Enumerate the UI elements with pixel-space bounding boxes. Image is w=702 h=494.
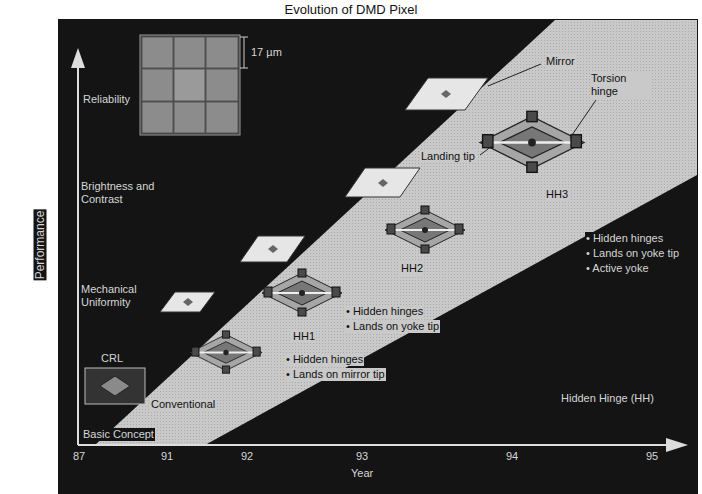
- part-label: Mirror: [545, 55, 576, 68]
- tick-label: 92: [240, 450, 254, 463]
- part-label: Torsion hinge: [590, 72, 652, 98]
- diagram-title: Evolution of DMD Pixel: [0, 2, 702, 17]
- dimension-label: 17 µm: [250, 46, 283, 59]
- evolution-band: [95, 20, 697, 445]
- axis-title: Performance: [34, 210, 47, 281]
- crl-concept: [85, 368, 145, 404]
- feature-note: • Lands on yoke tip: [345, 320, 440, 333]
- y-axis: [77, 66, 79, 445]
- mirror-plates: [160, 78, 488, 312]
- generation-label: HH1: [292, 330, 316, 343]
- tick-label: 93: [355, 450, 369, 463]
- hh3-pixel: [480, 111, 584, 172]
- y-axis-arrow: [71, 48, 85, 68]
- feature-note: • Lands on yoke tip: [585, 247, 680, 260]
- region-label: Hidden Hinge (HH): [560, 392, 655, 405]
- axis-label: Reliability: [82, 93, 131, 106]
- part-label: Landing tip: [420, 150, 476, 163]
- leader-lines: [480, 64, 596, 155]
- feature-note: • Active yoke: [585, 262, 650, 275]
- feature-note: • Hidden hinges: [585, 232, 664, 245]
- mirror-array: [140, 35, 240, 135]
- mirror-vias: [183, 90, 451, 306]
- dimension-bracket: [240, 37, 248, 68]
- generation-label: HH3: [545, 188, 569, 201]
- part-label: CRL: [100, 352, 124, 365]
- part-label: Conventional: [150, 398, 216, 411]
- tick-label: 87: [72, 450, 86, 463]
- feature-note: • Hidden hinges: [285, 353, 364, 366]
- x-axis-arrow: [666, 438, 688, 452]
- tick-label: 91: [160, 450, 174, 463]
- hh1-pixel: [262, 269, 342, 316]
- feature-note: • Hidden hinges: [345, 305, 424, 318]
- tick-label: 94: [505, 450, 519, 463]
- x-axis: [78, 444, 668, 446]
- axis-label: Mechanical Uniformity: [80, 283, 157, 309]
- axis-title: Year: [350, 467, 374, 480]
- axis-label: Brightness and Contrast: [80, 180, 157, 206]
- feature-note: • Lands on mirror tip: [285, 368, 386, 381]
- generation-label: HH2: [400, 262, 424, 275]
- plot-ground: [58, 19, 698, 494]
- tick-label: 95: [645, 450, 659, 463]
- hh2-pixel: [385, 206, 465, 253]
- conventional-pixel: [190, 331, 262, 373]
- axis-label: Basic Concept: [82, 428, 155, 441]
